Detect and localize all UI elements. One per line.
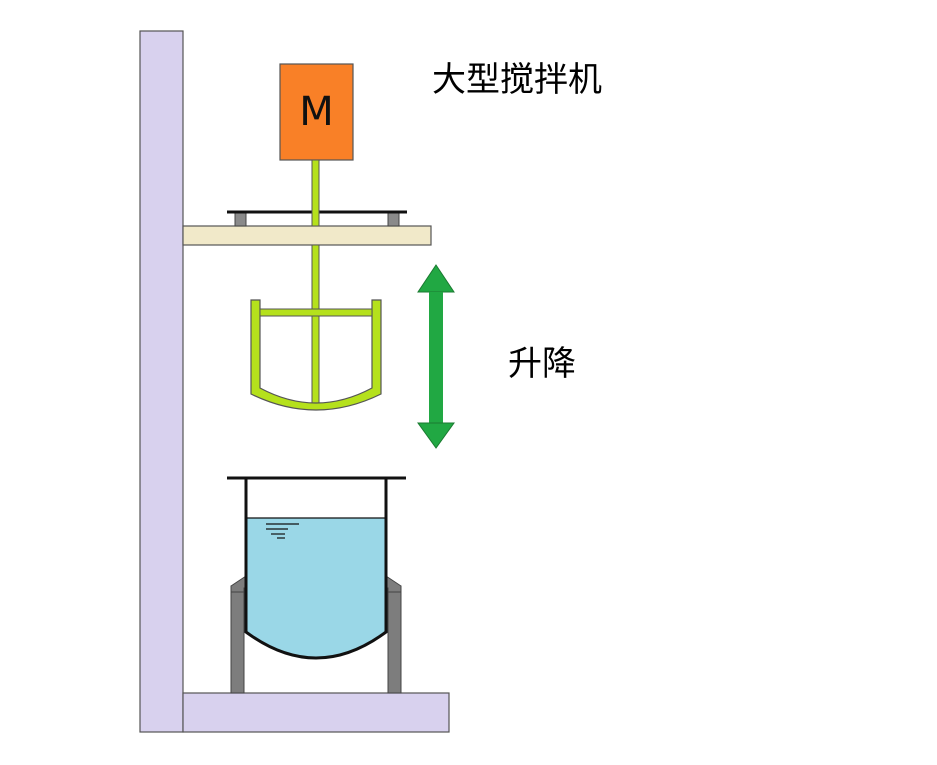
support-leg-right <box>387 585 402 694</box>
anchor-impeller <box>250 299 382 411</box>
platform-post-right <box>387 212 400 227</box>
impeller-crossbar <box>259 308 373 317</box>
lift-label: 升降 <box>508 344 576 384</box>
arrow-head-up <box>417 264 455 293</box>
shaft-upper <box>311 159 320 227</box>
mixing-vessel <box>227 476 406 660</box>
support-bracket-left <box>230 575 247 593</box>
liquid-level-icon <box>266 523 299 539</box>
support-bracket-right <box>385 575 402 593</box>
stand-frame <box>139 30 450 733</box>
platform-post-left <box>234 212 247 227</box>
arrow-head-down <box>417 422 455 449</box>
arrow-body <box>429 292 443 423</box>
vessel-wall <box>244 478 388 660</box>
impeller-frame <box>250 299 382 411</box>
stand-base <box>182 692 450 733</box>
shaft-lower <box>311 244 320 407</box>
stirrer-shaft <box>311 159 320 407</box>
motor-label: M <box>299 89 334 135</box>
support-leg-left <box>230 585 245 694</box>
platform-beam <box>182 225 432 246</box>
vessel-liquid <box>246 518 386 658</box>
diagram-title: 大型搅拌机 <box>432 60 602 100</box>
vessel-supports <box>230 575 402 694</box>
stand-column <box>139 30 184 733</box>
lift-arrow-icon <box>417 264 455 449</box>
lift-platform <box>182 210 432 246</box>
